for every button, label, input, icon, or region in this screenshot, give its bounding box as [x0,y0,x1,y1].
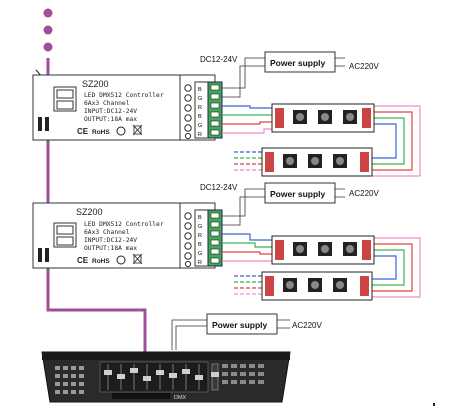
power-supply-3: Power supply AC220V [171,313,322,350]
console-buttons-left [55,366,84,394]
console-label-strip [112,393,170,399]
address-switch [38,248,42,262]
terminal-screws [210,84,220,136]
strip-connector [360,276,369,296]
power-supply-label: Power supply [270,189,326,199]
ps-wires [171,319,290,350]
rohs-mark: RoHS [92,258,110,265]
led-strip-2b [261,271,373,301]
led-strip-1a [271,103,375,133]
ps-wires [222,188,345,226]
rj45-port [56,236,74,246]
address-switch [45,248,49,262]
controller-line: OUTPUT:18A max [84,245,137,252]
strip-connector [275,240,284,260]
rgb-wires-2 [222,233,421,298]
screw-column [184,212,192,268]
console-buttons-right [222,364,264,384]
controller-2: SZ200 LED DMX512 Controller 6Ax3 Channel… [32,202,223,269]
terminal-label: G [198,123,202,129]
rgb-wires-1 [222,105,421,177]
dmx-console: DMX [41,351,291,403]
rj45-port [56,225,74,235]
terminal-block [207,81,223,139]
terminal-label: R [198,132,202,138]
terminal-label: B [198,215,202,221]
power-supply-box [264,182,336,204]
console-badge: DMX [174,395,187,401]
weee-bin-icon [132,124,143,136]
console-top-edge [42,352,290,360]
terminal-block [207,209,223,267]
strip-connector [362,240,371,260]
strip-connector [362,108,371,128]
controller-line: LED DMX512 Controller [84,221,164,228]
screw-column [184,84,192,140]
controller-line: 6Ax3 Channel [84,100,130,107]
controller-model: SZ200 [76,207,103,217]
rj45-port [56,89,74,99]
power-supply-box [206,313,278,335]
power-supply-label: Power supply [212,320,268,330]
controller-1: SZ200 LED DMX512 Controller 6Ax3 Channel… [32,74,223,141]
terminal-label: B [198,242,202,248]
strip-connector [265,152,274,172]
terminal-label: B [198,114,202,120]
dc-output-label: DC12-24V [200,55,238,64]
console-master-knob [211,372,219,377]
gear-icon [116,255,126,265]
address-switch [38,117,42,131]
ps-wires [222,57,345,98]
terminal-label: R [198,233,202,239]
terminal-label: G [198,96,202,102]
cable-dot [43,8,53,18]
controller-line: OUTPUT:18A max [84,116,137,123]
ac-input-label: AC220V [292,321,322,330]
controller-line: INPUT:DC12-24V [84,237,137,244]
power-supply-box [264,51,336,73]
power-supply-2: DC12-24V Power supply AC220V [200,182,379,226]
strip-connector [360,152,369,172]
ac-input-label: AC220V [349,189,379,198]
rohs-mark: RoHS [92,129,110,136]
power-supply-label: Power supply [270,58,326,68]
gear-icon [116,126,126,136]
terminal-label: G [198,251,202,257]
ce-mark: CE [77,256,89,265]
terminal-label: R [198,105,202,111]
power-supply-1: DC12-24V Power supply AC220V [200,51,379,98]
led-strip-1b [261,147,373,177]
cable-dot [43,42,53,52]
ac-input-label: AC220V [349,62,379,71]
led-strip-2a [271,235,375,265]
strip-connector [265,276,274,296]
controller-line: 6Ax3 Channel [84,229,130,236]
ce-mark: CE [77,127,89,136]
console-faders [99,361,209,393]
rj45-port [56,100,74,110]
terminal-label: R [198,260,202,266]
terminal-label: B [198,87,202,93]
weee-bin-icon [132,253,143,265]
dc-output-label: DC12-24V [200,183,238,192]
address-switch [45,117,49,131]
controller-line: INPUT:DC12-24V [84,108,137,115]
controller-model: SZ200 [82,79,109,89]
strip-connector [275,108,284,128]
controller-line: LED DMX512 Controller [84,92,164,99]
cable-dot [43,25,53,35]
terminal-label: G [198,224,202,230]
corner-mark [433,403,435,406]
terminal-screws [210,212,220,264]
